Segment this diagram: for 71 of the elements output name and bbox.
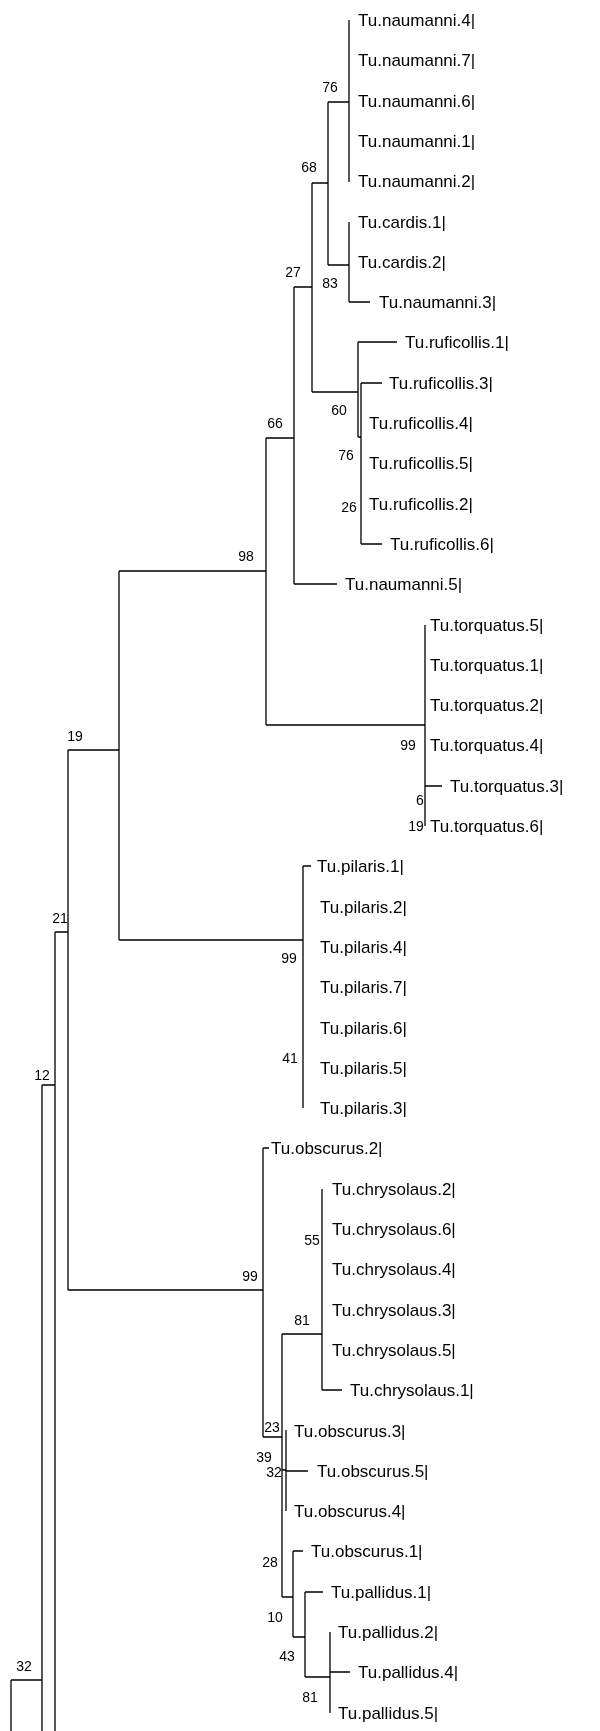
bootstrap-value: 27: [285, 265, 301, 279]
bootstrap-value: 60: [331, 403, 347, 417]
taxon-label: Tu.torquatus.6|: [430, 817, 544, 835]
bootstrap-value: 10: [267, 1610, 283, 1624]
taxon-label: Tu.obscurus.3|: [294, 1422, 406, 1439]
bootstrap-value: 99: [281, 951, 297, 965]
taxon-label: Tu.chrysolaus.3|: [332, 1301, 456, 1319]
bootstrap-value: 39: [256, 1450, 272, 1464]
taxon-label: Tu.ruficollis.5|: [369, 454, 473, 472]
taxon-label: Tu.chrysolaus.5|: [332, 1341, 456, 1359]
bootstrap-value: 32: [266, 1465, 282, 1479]
taxon-label: Tu.chrysolaus.4|: [332, 1260, 456, 1278]
taxon-label: Tu.torquatus.1|: [430, 656, 544, 674]
bootstrap-value: 28: [262, 1555, 278, 1569]
taxon-label: Tu.pallidus.4|: [358, 1663, 459, 1681]
bootstrap-value: 21: [52, 911, 68, 925]
taxon-label: Tu.torquatus.2|: [430, 696, 544, 714]
taxon-label: Tu.ruficollis.6|: [390, 535, 494, 553]
bootstrap-value: 55: [304, 1233, 320, 1247]
taxon-label: Tu.pilaris.2|: [320, 898, 407, 916]
bootstrap-value: 6: [416, 793, 424, 807]
taxon-label: Tu.naumanni.2|: [358, 172, 476, 190]
taxon-label: Tu.naumanni.5|: [345, 575, 463, 593]
taxon-label: Tu.chrysolaus.1|: [350, 1381, 474, 1399]
taxon-label: Tu.chrysolaus.6|: [332, 1220, 456, 1238]
taxon-label: Tu.ruficollis.1|: [405, 333, 509, 351]
taxon-label: Tu.obscurus.1|: [311, 1542, 423, 1560]
taxon-label: Tu.pilaris.3|: [320, 1099, 407, 1117]
taxon-label: Tu.ruficollis.2|: [369, 495, 473, 513]
taxon-label: Tu.pallidus.5|: [338, 1704, 439, 1722]
bootstrap-value: 43: [279, 1649, 295, 1663]
bootstrap-value: 68: [301, 160, 317, 174]
taxon-label: Tu.chrysolaus.2|: [332, 1180, 456, 1198]
taxon-label: Tu.cardis.2|: [358, 253, 446, 271]
taxon-label: Tu.ruficollis.4|: [369, 414, 473, 432]
taxon-label: Tu.naumanni.6|: [358, 92, 476, 110]
taxon-label: Tu.torquatus.5|: [430, 616, 544, 633]
bootstrap-value: 32: [16, 1659, 32, 1673]
bootstrap-value: 99: [400, 738, 416, 752]
taxon-label: Tu.pilaris.7|: [320, 978, 407, 996]
taxon-label: Tu.pilaris.6|: [320, 1019, 407, 1036]
bootstrap-value: 19: [67, 729, 83, 743]
bootstrap-value: 81: [302, 1690, 318, 1704]
taxon-label: Tu.torquatus.3|: [450, 777, 564, 795]
taxon-label: Tu.obscurus.5|: [317, 1462, 429, 1480]
bootstrap-value: 99: [242, 1269, 258, 1283]
bootstrap-value: 98: [238, 549, 254, 563]
bootstrap-value: 83: [322, 276, 338, 290]
taxon-label: Tu.ruficollis.3|: [389, 374, 493, 392]
taxon-label: Tu.pallidus.2|: [338, 1623, 439, 1641]
taxon-label: Tu.pallidus.1|: [331, 1583, 432, 1601]
taxon-label: Tu.obscurus.2|: [271, 1139, 383, 1157]
bootstrap-value: 23: [264, 1420, 280, 1434]
bootstrap-value: 81: [294, 1313, 310, 1327]
bootstrap-value: 76: [322, 80, 338, 94]
taxon-label: Tu.naumanni.3|: [379, 293, 497, 311]
taxon-label: Tu.cardis.1|: [358, 213, 446, 230]
bootstrap-value: 76: [338, 448, 354, 462]
bootstrap-value: 41: [282, 1051, 298, 1065]
bootstrap-value: 12: [34, 1068, 50, 1082]
taxon-label: Tu.naumanni.4|: [358, 11, 476, 29]
taxon-label: Tu.torquatus.4|: [430, 736, 544, 754]
taxon-label: Tu.pilaris.5|: [320, 1059, 407, 1077]
taxon-label: Tu.obscurus.4|: [294, 1502, 406, 1520]
bootstrap-value: 19: [408, 819, 424, 833]
taxon-label: Tu.naumanni.1|: [358, 132, 476, 150]
bootstrap-value: 26: [341, 500, 357, 514]
taxon-label: Tu.naumanni.7|: [358, 51, 476, 69]
bootstrap-value: 66: [267, 416, 283, 430]
taxon-label: Tu.pilaris.4|: [320, 938, 407, 956]
taxon-label: Tu.pilaris.1|: [317, 857, 404, 875]
